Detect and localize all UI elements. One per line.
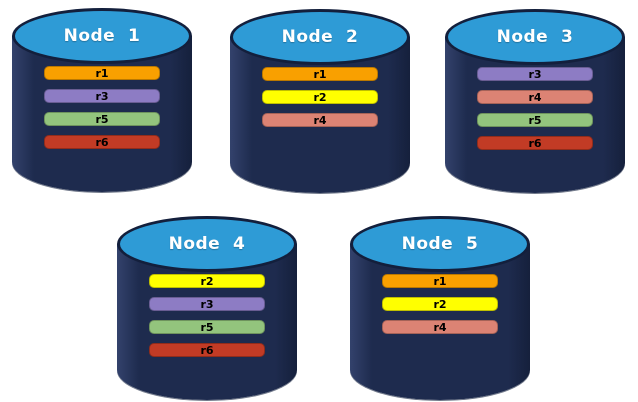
node-5-title: Node 5 xyxy=(401,234,479,254)
replica-bar-r2: r2 xyxy=(382,297,498,311)
node-5: Node 5 r1 r2 r4 xyxy=(350,216,530,400)
replica-label: r3 xyxy=(528,67,542,81)
replica-label: r4 xyxy=(433,320,447,334)
node-3: Node 3 r3 r4 r5 r6 xyxy=(445,9,625,193)
replica-bar-r6: r6 xyxy=(477,136,593,150)
replica-bar-r3: r3 xyxy=(44,89,160,103)
node-5-cylinder-top: Node 5 xyxy=(350,216,530,272)
replica-bar-r1: r1 xyxy=(44,66,160,80)
node-2-title: Node 2 xyxy=(281,27,359,47)
replica-label: r1 xyxy=(433,274,447,288)
node-4-title: Node 4 xyxy=(168,234,246,254)
replica-bar-r4: r4 xyxy=(477,90,593,104)
replica-label: r4 xyxy=(313,113,327,127)
replica-label: r5 xyxy=(200,320,214,334)
replica-label: r1 xyxy=(313,67,327,81)
replica-label: r2 xyxy=(313,90,327,104)
node-2: Node 2 r1 r2 r4 xyxy=(230,9,410,193)
replica-bar-r6: r6 xyxy=(149,343,265,357)
replica-bar-r4: r4 xyxy=(262,113,378,127)
replica-bar-r1: r1 xyxy=(262,67,378,81)
replica-label: r1 xyxy=(95,66,109,80)
node-1-title: Node 1 xyxy=(63,26,141,46)
replica-label: r2 xyxy=(433,297,447,311)
node-3-replica-list: r3 r4 r5 r6 xyxy=(445,67,625,150)
node-4-replica-list: r2 r3 r5 r6 xyxy=(117,274,297,357)
replica-bar-r2: r2 xyxy=(149,274,265,288)
replica-label: r3 xyxy=(95,89,109,103)
replica-bar-r2: r2 xyxy=(262,90,378,104)
node-3-cylinder-top: Node 3 xyxy=(445,9,625,65)
node-1: Node 1 r1 r3 r5 r6 xyxy=(12,8,192,192)
node-2-replica-list: r1 r2 r4 xyxy=(230,67,410,127)
replica-bar-r5: r5 xyxy=(477,113,593,127)
replica-label: r2 xyxy=(200,274,214,288)
replica-bar-r1: r1 xyxy=(382,274,498,288)
replica-bar-r3: r3 xyxy=(149,297,265,311)
replica-bar-r3: r3 xyxy=(477,67,593,81)
replica-label: r6 xyxy=(95,135,109,149)
replica-label: r6 xyxy=(528,136,542,150)
node-4-cylinder-top: Node 4 xyxy=(117,216,297,272)
replica-bar-r5: r5 xyxy=(149,320,265,334)
replica-bar-r4: r4 xyxy=(382,320,498,334)
replica-label: r5 xyxy=(95,112,109,126)
replica-label: r3 xyxy=(200,297,214,311)
node-1-cylinder-top: Node 1 xyxy=(12,8,192,64)
replica-label: r4 xyxy=(528,90,542,104)
node-3-title: Node 3 xyxy=(496,27,574,47)
replica-label: r5 xyxy=(528,113,542,127)
replica-bar-r5: r5 xyxy=(44,112,160,126)
node-5-replica-list: r1 r2 r4 xyxy=(350,274,530,334)
node-1-replica-list: r1 r3 r5 r6 xyxy=(12,66,192,149)
replica-label: r6 xyxy=(200,343,214,357)
node-4: Node 4 r2 r3 r5 r6 xyxy=(117,216,297,400)
node-2-cylinder-top: Node 2 xyxy=(230,9,410,65)
replica-bar-r6: r6 xyxy=(44,135,160,149)
